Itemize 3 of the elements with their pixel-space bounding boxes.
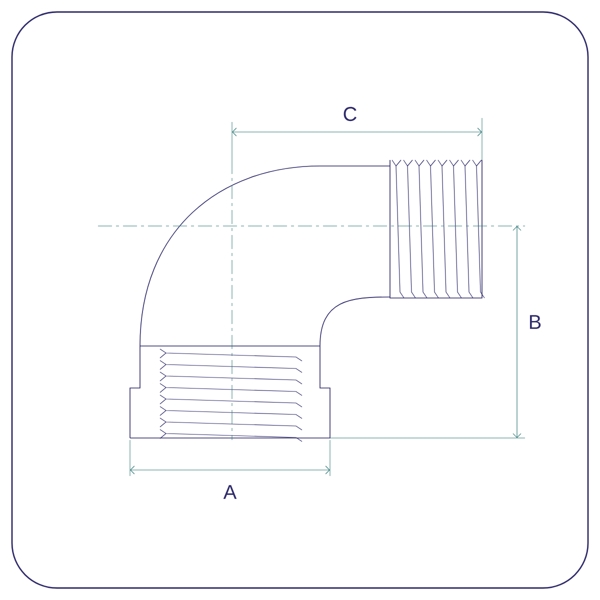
dimension-label: B (530, 315, 541, 329)
dimension-label: C (344, 106, 356, 122)
dimension-label: A (223, 485, 237, 499)
